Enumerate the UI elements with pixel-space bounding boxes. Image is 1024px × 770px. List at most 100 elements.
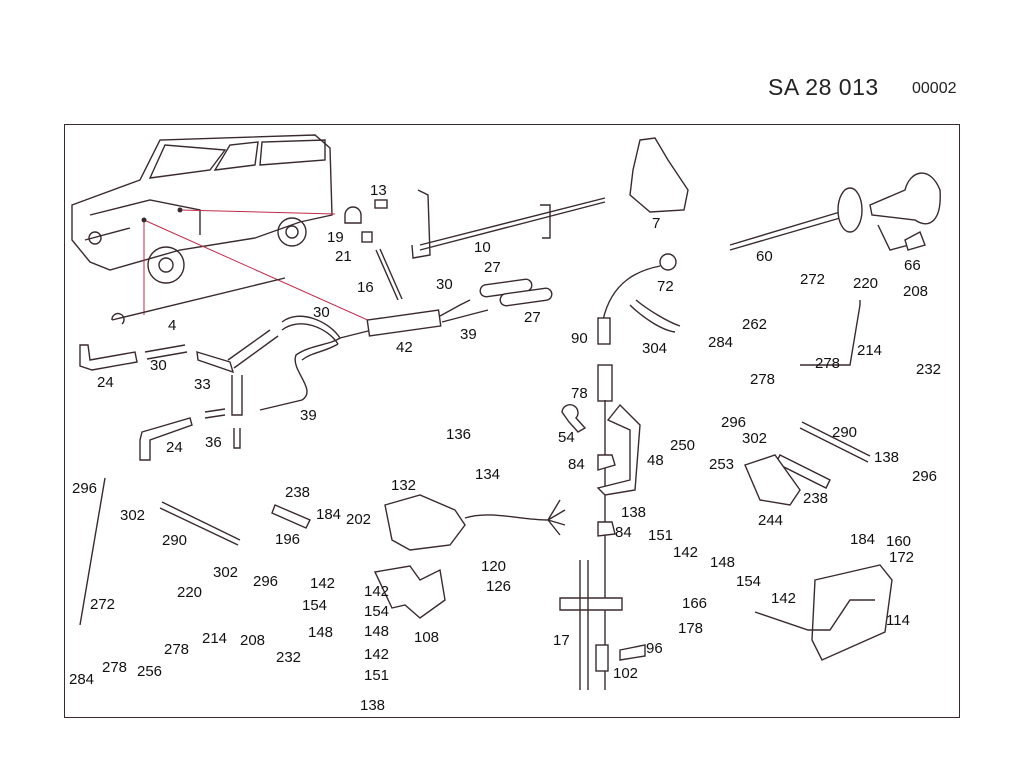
callout-278d: 278 <box>815 355 840 372</box>
spring-238-left <box>271 504 311 529</box>
callout-36: 36 <box>205 434 222 451</box>
callout-148c: 148 <box>364 623 389 640</box>
callout-33: 33 <box>194 376 211 393</box>
callout-72: 72 <box>657 278 674 295</box>
callout-142a: 142 <box>310 575 335 592</box>
callout-214a: 214 <box>202 630 227 647</box>
callout-160: 160 <box>886 533 911 550</box>
callout-90: 90 <box>571 330 588 347</box>
callout-290b: 290 <box>832 424 857 441</box>
callout-278c: 278 <box>750 371 775 388</box>
callout-96: 96 <box>646 640 663 657</box>
callout-262: 262 <box>742 316 767 333</box>
vehicle-illustration <box>71 134 391 331</box>
callout-labels: 4 7 10 13 16 17 19 21 24 24 27 27 30 30 … <box>69 182 941 714</box>
callout-296c: 296 <box>721 414 746 431</box>
callout-120: 120 <box>481 558 506 575</box>
callout-290a: 290 <box>162 532 187 549</box>
callout-24b: 24 <box>166 439 183 456</box>
callout-48: 48 <box>647 452 664 469</box>
callout-126: 126 <box>486 578 511 595</box>
callout-19: 19 <box>327 229 344 246</box>
sheet-number: 00002 <box>912 80 957 97</box>
callout-151a: 151 <box>364 667 389 684</box>
sleeve-27b <box>499 287 553 307</box>
callout-302c: 302 <box>742 430 767 447</box>
callout-278a: 278 <box>102 659 127 676</box>
callout-17: 17 <box>553 632 570 649</box>
callout-202: 202 <box>346 511 371 528</box>
callout-208b: 208 <box>903 283 928 300</box>
callout-136: 136 <box>446 426 471 443</box>
cable-end-90 <box>597 317 611 345</box>
callout-132: 132 <box>391 477 416 494</box>
callout-138b: 138 <box>360 697 385 714</box>
callout-154c: 154 <box>364 603 389 620</box>
callout-142b: 142 <box>364 646 389 663</box>
callout-154b: 154 <box>736 573 761 590</box>
cable-assembly-10 <box>344 189 606 301</box>
lever-244 <box>744 454 801 506</box>
callout-16: 16 <box>357 279 374 296</box>
callout-220b: 220 <box>853 275 878 292</box>
callout-166: 166 <box>682 595 707 612</box>
callout-250: 250 <box>670 437 695 454</box>
callout-84a: 84 <box>568 456 585 473</box>
callout-220a: 220 <box>177 584 202 601</box>
diagram-code: SA 28 013 <box>768 74 879 100</box>
callout-184b: 184 <box>850 531 875 548</box>
diagram-header: SA 28 013 00002 <box>0 74 1024 104</box>
control-knob-60 <box>729 172 941 251</box>
callout-30a: 30 <box>150 357 167 374</box>
callout-253: 253 <box>709 456 734 473</box>
callout-142e: 142 <box>364 583 389 600</box>
rod-assembly <box>559 364 646 690</box>
solenoid-132 <box>384 494 466 551</box>
callout-151b: 151 <box>648 527 673 544</box>
callout-302b: 302 <box>213 564 238 581</box>
callout-27b: 27 <box>524 309 541 326</box>
callout-54: 54 <box>558 429 575 446</box>
callout-13: 13 <box>370 182 387 199</box>
callout-24a: 24 <box>97 374 114 391</box>
callout-27a: 27 <box>484 259 501 276</box>
bracket-7 <box>629 137 689 213</box>
callout-154a: 154 <box>302 597 327 614</box>
callout-172: 172 <box>889 549 914 566</box>
callout-4: 4 <box>168 317 176 334</box>
callout-39b: 39 <box>300 407 317 424</box>
callout-196: 196 <box>275 531 300 548</box>
callout-138a: 138 <box>621 504 646 521</box>
callout-272a: 272 <box>90 596 115 613</box>
callout-21: 21 <box>335 248 352 265</box>
callout-102: 102 <box>613 665 638 682</box>
callout-78: 78 <box>571 385 588 402</box>
callout-114: 114 <box>886 612 910 629</box>
callout-42: 42 <box>396 339 413 356</box>
callout-238a: 238 <box>285 484 310 501</box>
callout-108: 108 <box>414 629 439 646</box>
callout-272b: 272 <box>800 271 825 288</box>
callout-10: 10 <box>474 239 491 256</box>
callout-232a: 232 <box>276 649 301 666</box>
callout-284a: 284 <box>69 671 94 688</box>
callout-208a: 208 <box>240 632 265 649</box>
callout-238b: 238 <box>803 490 828 507</box>
callout-302a: 302 <box>120 507 145 524</box>
callout-214b: 214 <box>857 342 882 359</box>
callout-142d: 142 <box>771 590 796 607</box>
callout-232b: 232 <box>916 361 941 378</box>
hose-assembly <box>79 299 489 461</box>
diagram-frame <box>64 124 960 718</box>
callout-30c: 30 <box>436 276 453 293</box>
callout-296a: 296 <box>72 480 97 497</box>
callout-284b: 284 <box>708 334 733 351</box>
bracket-114 <box>811 564 893 661</box>
bracket-108 <box>373 565 446 619</box>
callout-178: 178 <box>678 620 703 637</box>
callout-304: 304 <box>642 340 667 357</box>
callout-278b: 278 <box>164 641 189 658</box>
callout-60: 60 <box>756 248 773 265</box>
callout-148b: 148 <box>710 554 735 571</box>
